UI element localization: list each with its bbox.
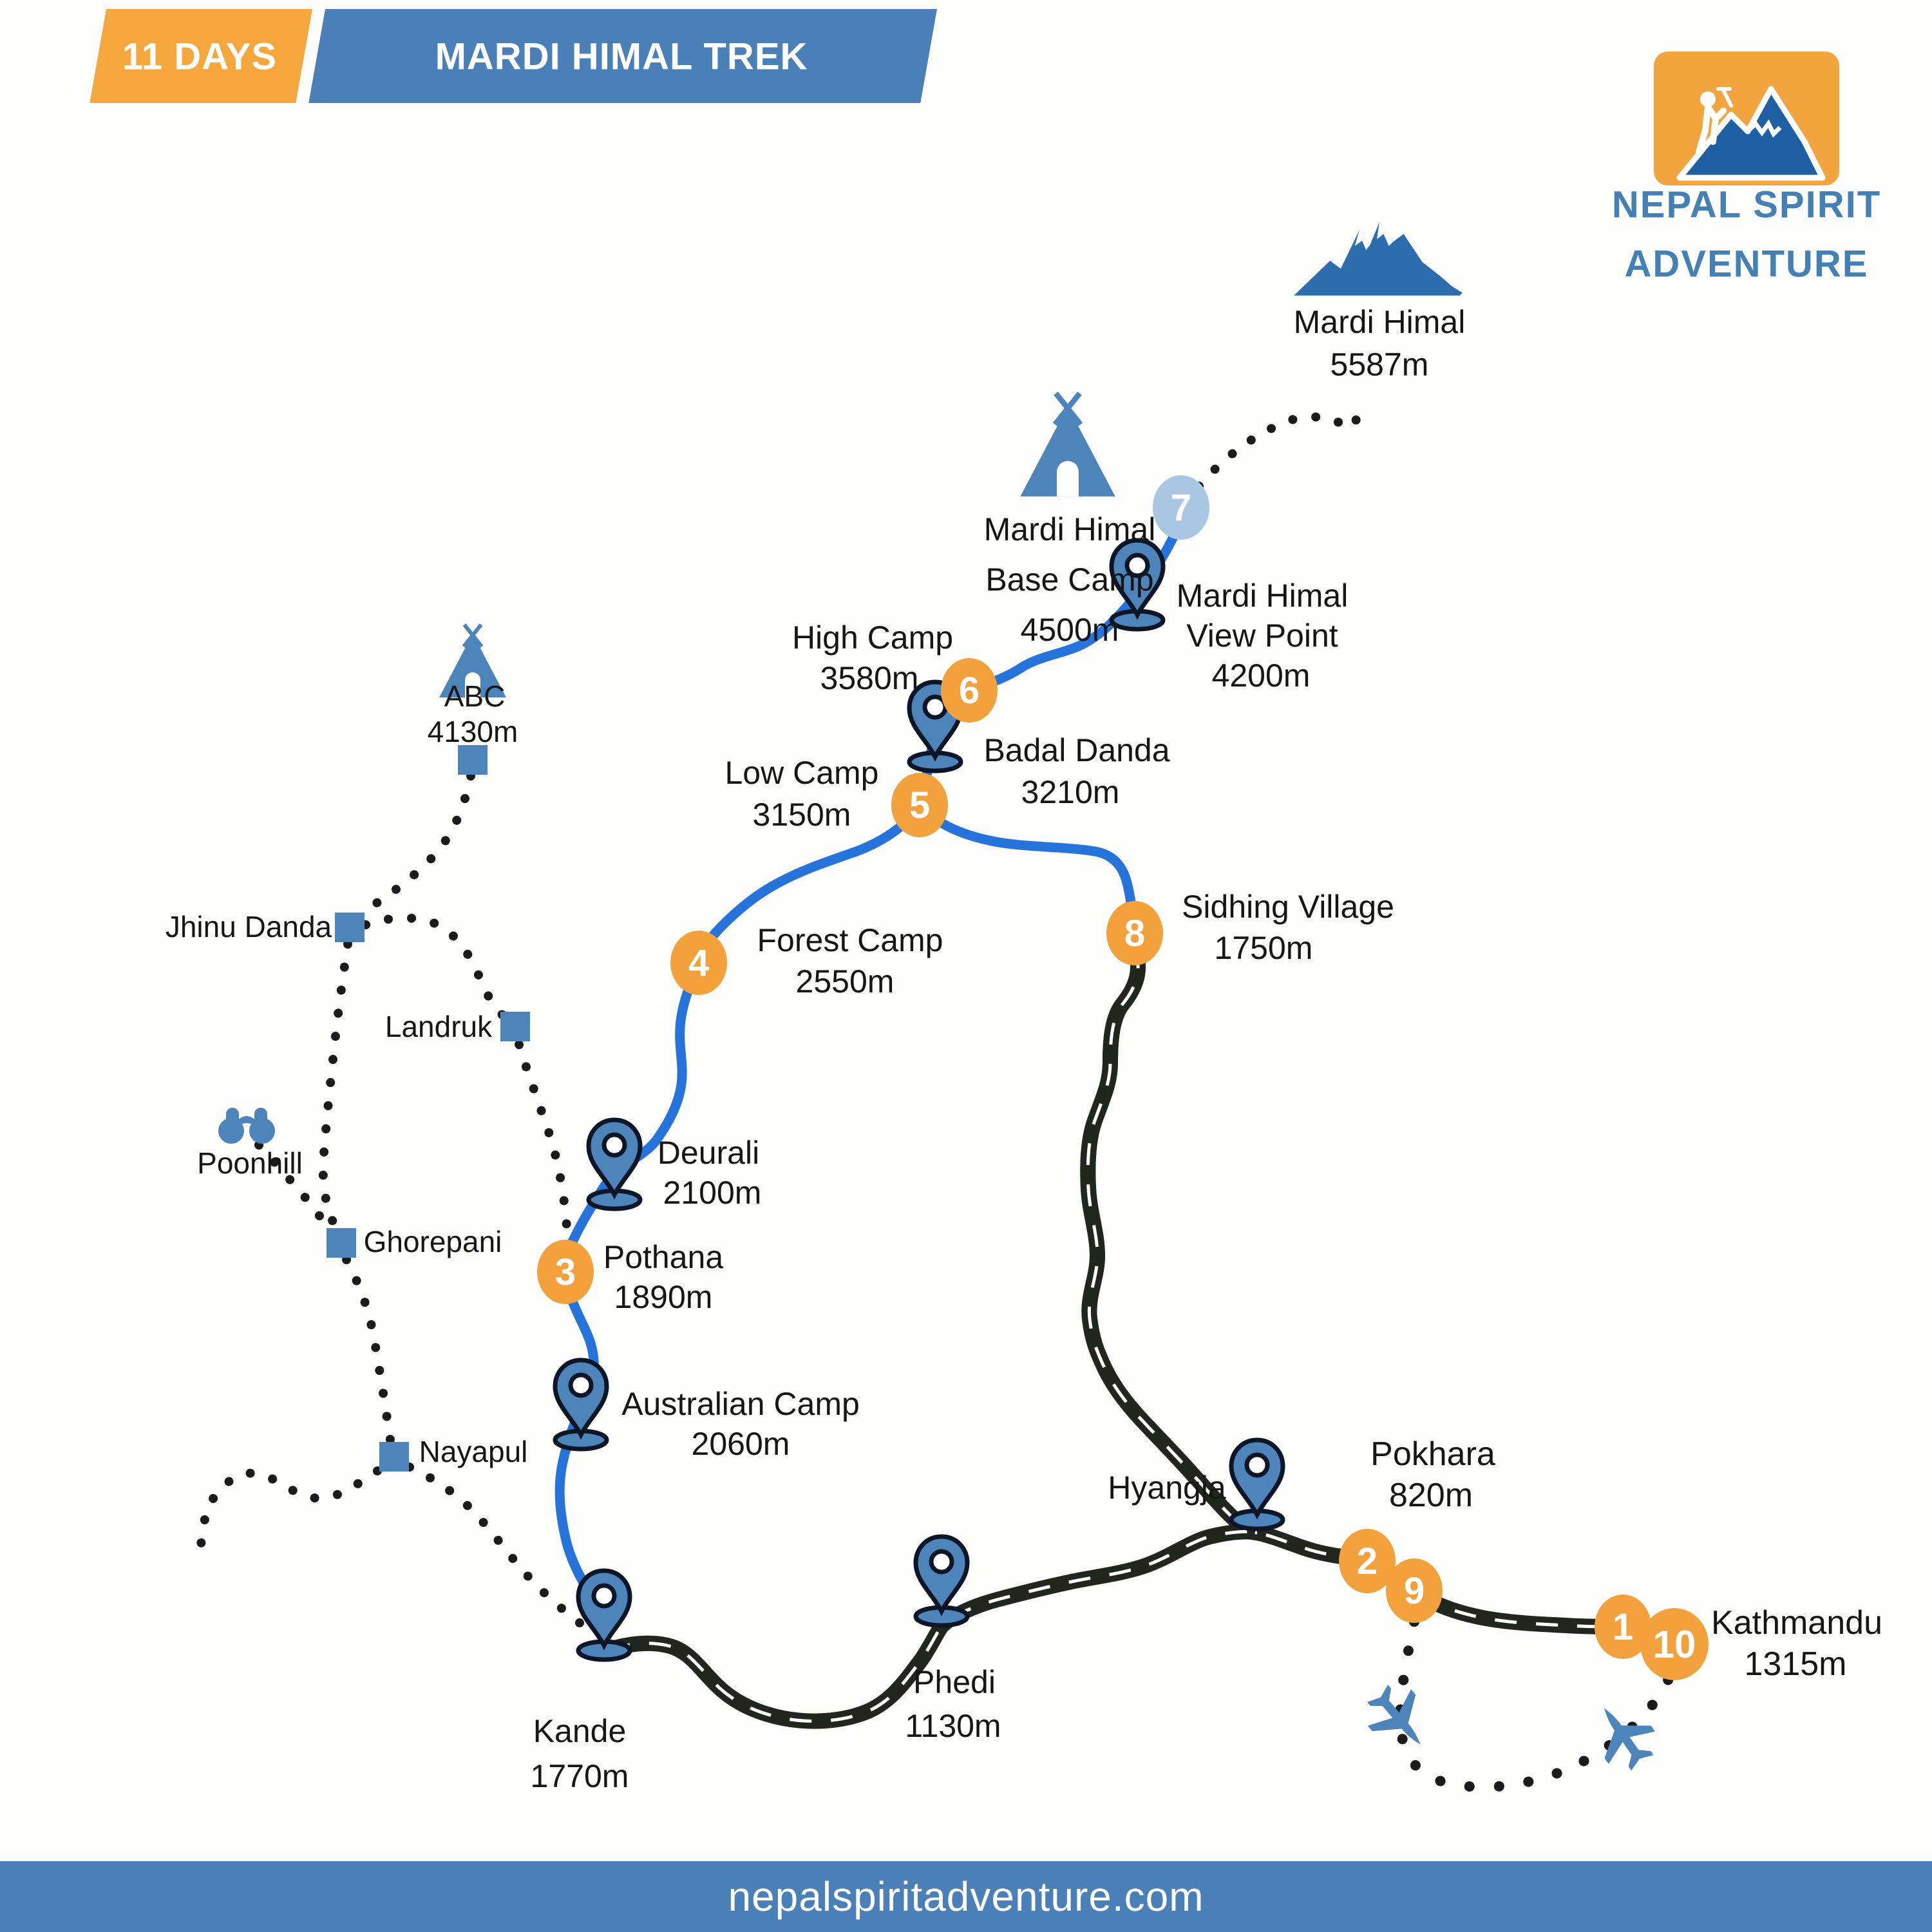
road-centerline-2 bbox=[608, 1530, 1624, 1723]
phedi-elevation: 1130m bbox=[905, 1708, 1001, 1744]
mardi-himal-peak-icon bbox=[1294, 222, 1463, 296]
jhinu-danda-square-marker bbox=[335, 913, 365, 942]
phedi-pin-icon bbox=[916, 1537, 967, 1625]
trail-viewpoint-to-peak bbox=[1195, 404, 1365, 491]
view-point-elevation: 4200m bbox=[1211, 658, 1311, 694]
jhinu-danda-name: Jhinu Danda bbox=[165, 910, 332, 943]
kande-pin-icon bbox=[578, 1571, 630, 1660]
day-badge-8: 8 bbox=[1106, 901, 1163, 965]
poonhill-name: Poonhill bbox=[197, 1146, 303, 1180]
view-point-name-line1: Mardi Himal bbox=[1176, 578, 1349, 614]
abc-name: ABC bbox=[444, 679, 506, 713]
high-camp-name: High Camp bbox=[791, 620, 954, 656]
pokhara-name: Pokhara bbox=[1370, 1435, 1495, 1473]
day-badge-7: 7 bbox=[1153, 475, 1209, 540]
pothana-elevation: 1890m bbox=[614, 1279, 713, 1315]
base-camp-name-line2: Base Camp bbox=[985, 562, 1154, 598]
road-centerline-1 bbox=[1086, 946, 1258, 1535]
sidhing-name: Sidhing Village bbox=[1182, 889, 1394, 925]
ghorepani-square-marker bbox=[327, 1228, 356, 1258]
view-point-name-line2: View Point bbox=[1186, 618, 1338, 654]
forest-camp-name: Forest Camp bbox=[757, 922, 943, 958]
day-badge-6: 6 bbox=[941, 658, 998, 723]
kande-elevation: 1770m bbox=[530, 1758, 629, 1794]
logo-mountain-icon bbox=[1676, 86, 1826, 181]
deurali-pin-icon bbox=[589, 1120, 640, 1209]
day-badge-9: 9 bbox=[1386, 1558, 1443, 1623]
badal-danda-name: Badal Danda bbox=[983, 732, 1170, 768]
trail-jhinu-to-landruk bbox=[361, 913, 512, 1023]
day-badge-3: 3 bbox=[537, 1240, 594, 1304]
kathmandu-name: Kathmandu bbox=[1711, 1604, 1882, 1642]
footer-bar bbox=[0, 1861, 1932, 1932]
low-camp-elevation: 3150m bbox=[752, 797, 851, 833]
mardi-peak-elevation: 5587m bbox=[1330, 346, 1429, 383]
road-kande-to-kathmandu bbox=[601, 1524, 1631, 1729]
day-badge-1: 1 bbox=[1595, 1595, 1651, 1659]
plane-icon-to-pokhara bbox=[1356, 1675, 1443, 1763]
abc-square-marker bbox=[458, 745, 488, 775]
logo-name-line1: NEPAL SPIRIT bbox=[1611, 184, 1882, 226]
logo-mark bbox=[1654, 52, 1839, 185]
trail-nayapul-to-kande bbox=[405, 1463, 594, 1635]
kande-name: Kande bbox=[533, 1713, 627, 1749]
trail-landruk-to-pothana bbox=[515, 1040, 572, 1263]
base-camp-tent-icon bbox=[1020, 393, 1115, 497]
australian-camp-name: Australian Camp bbox=[621, 1386, 860, 1422]
base-camp-elevation: 4500m bbox=[1020, 612, 1119, 648]
kathmandu-elevation: 1315m bbox=[1744, 1645, 1847, 1683]
pokhara-elevation: 820m bbox=[1388, 1477, 1473, 1514]
trail-ghorepani-to-nayapul bbox=[342, 1255, 395, 1444]
trail-abc-to-jhinu bbox=[360, 772, 475, 915]
badal-danda-elevation: 3210m bbox=[1021, 774, 1120, 810]
road-network bbox=[601, 939, 1631, 1729]
hyangja-name: Hyangja bbox=[1108, 1470, 1226, 1506]
nayapul-square-marker bbox=[379, 1442, 409, 1472]
abc-elevation: 4130m bbox=[427, 715, 518, 748]
landruk-name: Landruk bbox=[384, 1010, 493, 1043]
trail-nayapul-west bbox=[195, 1466, 382, 1555]
ghorepani-name: Ghorepani bbox=[363, 1225, 502, 1258]
base-camp-name-line1: Mardi Himal bbox=[983, 511, 1156, 547]
day-badge-5: 5 bbox=[891, 773, 948, 837]
mardi-peak-name: Mardi Himal bbox=[1293, 304, 1466, 340]
logo-name-line2: ADVENTURE bbox=[1624, 243, 1869, 285]
low-camp-name: Low Camp bbox=[724, 755, 879, 791]
deurali-elevation: 2100m bbox=[663, 1175, 762, 1211]
phedi-name: Phedi bbox=[913, 1664, 996, 1700]
high-camp-elevation: 3580m bbox=[820, 660, 919, 696]
pothana-name: Pothana bbox=[603, 1239, 724, 1275]
footer-website: nepalspiritadventure.com bbox=[728, 1873, 1204, 1920]
banner-days-label: 11 DAYS bbox=[122, 35, 278, 78]
forest-camp-elevation: 2550m bbox=[795, 963, 895, 999]
hyangja-pin-icon bbox=[1231, 1440, 1283, 1529]
trail-jhinu-to-ghorepani bbox=[318, 940, 352, 1235]
dotted-trail-network bbox=[195, 404, 1365, 1635]
nayapul-name: Nayapul bbox=[419, 1435, 528, 1468]
day-badge-10: 10 bbox=[1640, 1608, 1709, 1680]
route-lowcamp-to-sidhing bbox=[914, 800, 1140, 938]
day-badge-4: 4 bbox=[670, 931, 727, 995]
sidhing-elevation: 1750m bbox=[1214, 930, 1313, 966]
trail-poonhill-to-ghorepani bbox=[254, 1141, 333, 1232]
australian-camp-elevation: 2060m bbox=[691, 1426, 790, 1462]
australian-camp-pin-icon bbox=[555, 1360, 607, 1449]
banner-title-label: MARDI HIMAL TREK bbox=[435, 35, 808, 78]
poonhill-binoculars-icon bbox=[218, 1108, 275, 1144]
deurali-name: Deurali bbox=[657, 1135, 760, 1171]
landruk-square-marker bbox=[500, 1012, 530, 1041]
